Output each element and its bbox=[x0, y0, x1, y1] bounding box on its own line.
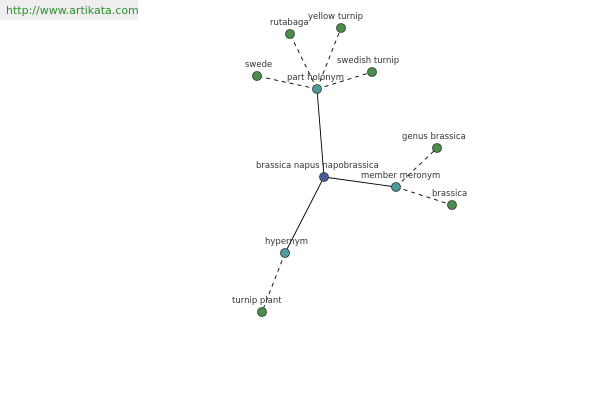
edge-root-part-holonym bbox=[316, 88, 325, 178]
term-turnip-plant-label: turnip plant bbox=[232, 296, 282, 306]
relation-hypernym-label: hypernym bbox=[265, 237, 308, 247]
term-swede-label: swede bbox=[245, 60, 272, 70]
edge-root-member-meronym bbox=[323, 176, 397, 188]
term-brassica-label: brassica bbox=[432, 189, 467, 199]
term-swede-node[interactable] bbox=[252, 71, 262, 81]
relation-member-meronym-label: member meronym bbox=[361, 171, 440, 181]
edge-member-meronym-genus-brassica bbox=[395, 147, 438, 188]
term-yellow-turnip-label: yellow turnip bbox=[308, 12, 363, 22]
relation-part-holonym-node[interactable] bbox=[312, 84, 322, 94]
term-genus-brassica-node[interactable] bbox=[432, 143, 442, 153]
relation-member-meronym-node[interactable] bbox=[391, 182, 401, 192]
edge-root-hypernym bbox=[284, 176, 325, 254]
root-node[interactable] bbox=[319, 172, 329, 182]
edge-part-holonym-yellow-turnip bbox=[316, 27, 342, 90]
edge-member-meronym-brassica bbox=[395, 186, 453, 206]
watermark-url: http://www.artikata.com bbox=[6, 4, 139, 17]
term-rutabaga-node[interactable] bbox=[285, 29, 295, 39]
term-turnip-plant-node[interactable] bbox=[257, 307, 267, 317]
term-genus-brassica-label: genus brassica bbox=[402, 132, 466, 142]
term-swedish-turnip-label: swedish turnip bbox=[337, 56, 399, 66]
relation-part-holonym-label: part holonym bbox=[287, 73, 344, 83]
edge-hypernym-turnip-plant bbox=[261, 252, 286, 313]
term-swedish-turnip-node[interactable] bbox=[367, 67, 377, 77]
edge-part-holonym-swedish-turnip bbox=[316, 71, 373, 90]
edge-part-holonym-rutabaga bbox=[289, 33, 318, 90]
edge-part-holonym-swede bbox=[256, 75, 318, 90]
watermark-bar: http://www.artikata.com bbox=[0, 0, 139, 20]
relation-hypernym-node[interactable] bbox=[280, 248, 290, 258]
root-label: brassica napus napobrassica bbox=[256, 161, 379, 171]
term-rutabaga-label: rutabaga bbox=[270, 18, 309, 28]
term-yellow-turnip-node[interactable] bbox=[336, 23, 346, 33]
term-brassica-node[interactable] bbox=[447, 200, 457, 210]
